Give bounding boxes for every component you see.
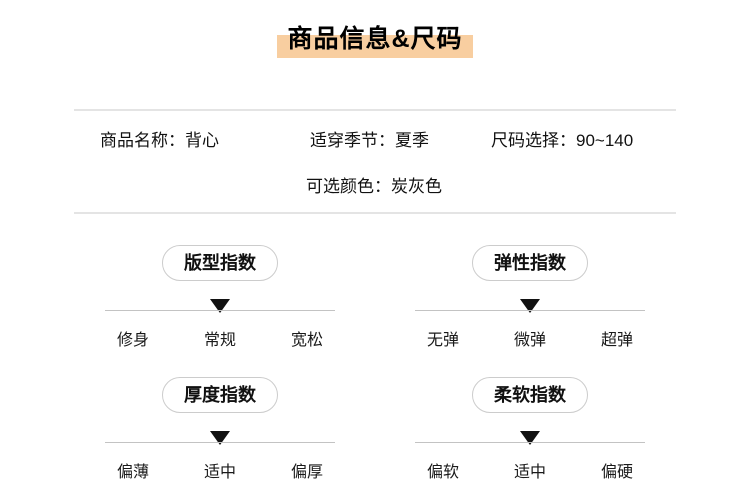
option-label: 偏厚 [290, 464, 323, 481]
indicator-softness-title: 柔软指数 [472, 377, 588, 413]
indicator-elasticity-title: 弹性指数 [472, 245, 588, 281]
triangle-down-icon [210, 299, 230, 313]
scale-line [105, 310, 335, 311]
color-field: 可选颜色：炭灰色 [306, 176, 442, 198]
indicator-thickness: 厚度指数 偏薄 适中 偏厚 [90, 377, 350, 483]
option-label: 适中 [203, 464, 236, 481]
divider-top [74, 109, 676, 111]
indicator-thickness-title: 厚度指数 [162, 377, 278, 413]
indicator-elasticity: 弹性指数 无弹 微弹 超弹 [400, 245, 660, 351]
option-label: 偏软 [427, 464, 460, 481]
indicator-fit: 版型指数 修身 常规 宽松 [90, 245, 350, 351]
indicator-fit-scale [105, 299, 335, 317]
divider-middle [74, 212, 676, 214]
indicator-thickness-scale [105, 431, 335, 449]
page-title-row: 商品信息&尺码 [0, 21, 750, 58]
option-label: 微弹 [513, 332, 546, 349]
product-name-field: 商品名称：背心 [100, 130, 219, 152]
triangle-down-icon [520, 431, 540, 445]
size-range-label: 尺码选择： [491, 131, 576, 150]
triangle-down-icon [520, 299, 540, 313]
option-label: 偏薄 [117, 464, 150, 481]
indicator-fit-options: 修身 常规 宽松 [105, 330, 335, 351]
indicator-elasticity-options: 无弹 微弹 超弹 [415, 330, 645, 351]
page-title: 商品信息&尺码 [277, 21, 473, 58]
option-label: 超弹 [600, 332, 633, 349]
option-label: 偏硬 [600, 464, 633, 481]
product-name-value: 背心 [185, 131, 219, 150]
scale-line [415, 442, 645, 443]
option-label: 适中 [513, 464, 546, 481]
option-label: 常规 [203, 332, 236, 349]
season-label: 适穿季节： [310, 131, 395, 150]
scale-line [105, 442, 335, 443]
color-value: 炭灰色 [391, 177, 442, 196]
season-value: 夏季 [395, 131, 429, 150]
color-label: 可选颜色： [306, 177, 391, 196]
season-field: 适穿季节：夏季 [310, 130, 429, 152]
size-range-value: 90~140 [576, 131, 634, 150]
size-range-field: 尺码选择：90~140 [491, 130, 633, 152]
option-label: 宽松 [290, 332, 323, 349]
indicator-softness-scale [415, 431, 645, 449]
indicator-grid: 版型指数 修身 常规 宽松 弹性指数 无弹 微弹 超弹 [90, 245, 660, 483]
indicator-elasticity-scale [415, 299, 645, 317]
scale-line [415, 310, 645, 311]
indicator-fit-title: 版型指数 [162, 245, 278, 281]
indicator-softness: 柔软指数 偏软 适中 偏硬 [400, 377, 660, 483]
option-label: 无弹 [427, 332, 460, 349]
product-name-label: 商品名称： [100, 131, 185, 150]
indicator-thickness-options: 偏薄 适中 偏厚 [105, 462, 335, 483]
indicator-softness-options: 偏软 适中 偏硬 [415, 462, 645, 483]
option-label: 修身 [117, 332, 150, 349]
triangle-down-icon [210, 431, 230, 445]
